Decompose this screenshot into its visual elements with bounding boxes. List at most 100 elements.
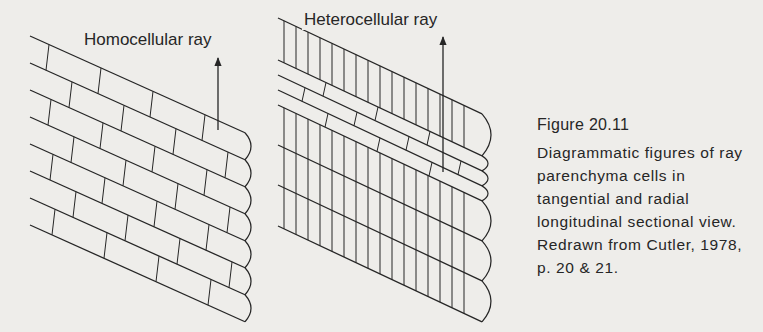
cross-wall xyxy=(46,45,49,71)
cross-wall xyxy=(156,256,159,282)
cross-wall xyxy=(102,178,105,204)
cross-wall xyxy=(380,233,381,274)
ray-label: Homocellular ray xyxy=(82,30,214,50)
cross-wall xyxy=(204,170,207,196)
cross-wall xyxy=(392,239,393,280)
cross-wall xyxy=(452,100,453,142)
cross-wall xyxy=(380,153,381,193)
cross-wall xyxy=(344,49,345,91)
cross-wall xyxy=(225,152,228,178)
cross-wall xyxy=(428,176,429,216)
cross-wall xyxy=(452,227,453,267)
ray-label: Heterocellular ray xyxy=(302,10,439,30)
cell-wall xyxy=(278,105,482,201)
cross-wall xyxy=(392,72,393,114)
cell-wall xyxy=(278,226,482,322)
cross-wall xyxy=(428,256,429,297)
cell-end xyxy=(482,241,491,281)
cross-wall xyxy=(308,119,309,159)
cross-wall xyxy=(452,187,453,227)
cell-wall xyxy=(30,117,245,214)
cross-wall xyxy=(50,154,53,180)
cross-wall xyxy=(368,60,369,102)
cross-wall xyxy=(308,159,309,199)
cross-wall xyxy=(404,204,405,244)
cross-wall xyxy=(440,181,441,221)
cell-end xyxy=(482,171,488,186)
cross-wall xyxy=(464,272,465,313)
cross-wall xyxy=(416,170,417,210)
cross-wall xyxy=(320,205,321,246)
cross-wall xyxy=(464,232,465,272)
cell-wall xyxy=(30,171,245,268)
cross-wall xyxy=(302,88,305,102)
cell-wall xyxy=(30,90,245,187)
cross-wall xyxy=(332,130,333,170)
cross-wall xyxy=(356,55,357,97)
cross-wall xyxy=(320,38,321,80)
cross-wall xyxy=(284,21,285,63)
cross-wall xyxy=(308,199,309,240)
cell-wall xyxy=(30,198,245,295)
cross-wall xyxy=(325,114,328,128)
cell-wall xyxy=(30,63,245,160)
cross-wall xyxy=(428,89,429,131)
cross-wall xyxy=(284,108,285,148)
leader-arrow xyxy=(217,58,218,130)
cross-wall xyxy=(332,170,333,210)
cross-wall xyxy=(150,91,153,117)
figure-caption: Diagrammatic figures of ray parenchyma c… xyxy=(537,141,749,279)
cross-wall xyxy=(100,123,103,149)
cross-wall xyxy=(354,112,357,126)
cross-wall xyxy=(429,162,432,176)
cross-wall xyxy=(332,43,333,85)
cross-wall xyxy=(404,244,405,285)
cell-wall xyxy=(278,185,482,281)
cell-end xyxy=(245,241,251,268)
cross-wall xyxy=(368,187,369,227)
cross-wall xyxy=(296,113,297,153)
leader-arrow xyxy=(442,37,443,172)
cross-wall xyxy=(284,148,285,188)
cross-wall xyxy=(229,262,232,288)
cross-wall xyxy=(323,83,326,97)
cross-wall xyxy=(177,239,180,265)
cross-wall xyxy=(296,26,297,68)
cross-wall xyxy=(368,227,369,268)
cross-wall xyxy=(380,193,381,233)
cell-wall xyxy=(30,144,245,241)
cross-wall xyxy=(356,182,357,222)
cell-end xyxy=(482,114,491,156)
cross-wall xyxy=(152,146,155,172)
cell-wall xyxy=(278,18,482,114)
cell-end xyxy=(482,186,488,201)
cross-wall xyxy=(440,221,441,261)
cross-wall xyxy=(375,107,378,121)
cross-wall xyxy=(320,165,321,205)
cell-end xyxy=(245,187,251,214)
heterocellular-ray-drawing xyxy=(278,18,491,322)
cell-wall xyxy=(278,60,482,156)
cross-wall xyxy=(416,210,417,250)
cross-wall xyxy=(175,184,178,210)
cross-wall xyxy=(173,129,176,155)
cell-end xyxy=(482,281,491,322)
cross-wall xyxy=(71,137,74,163)
figure-title: Figure 20.11 xyxy=(537,116,629,134)
cell-wall xyxy=(278,145,482,241)
cross-wall xyxy=(380,66,381,108)
cross-wall xyxy=(227,207,230,233)
cell-end xyxy=(482,156,488,171)
cross-wall xyxy=(69,82,72,108)
cross-wall xyxy=(404,164,405,204)
cross-wall xyxy=(416,250,417,291)
cross-wall xyxy=(458,161,461,175)
cross-wall xyxy=(202,115,205,141)
cross-wall xyxy=(392,199,393,239)
cross-wall xyxy=(48,99,51,125)
cross-wall xyxy=(464,192,465,232)
cell-end xyxy=(245,214,251,241)
cross-wall xyxy=(344,216,345,257)
cross-wall xyxy=(308,32,309,74)
